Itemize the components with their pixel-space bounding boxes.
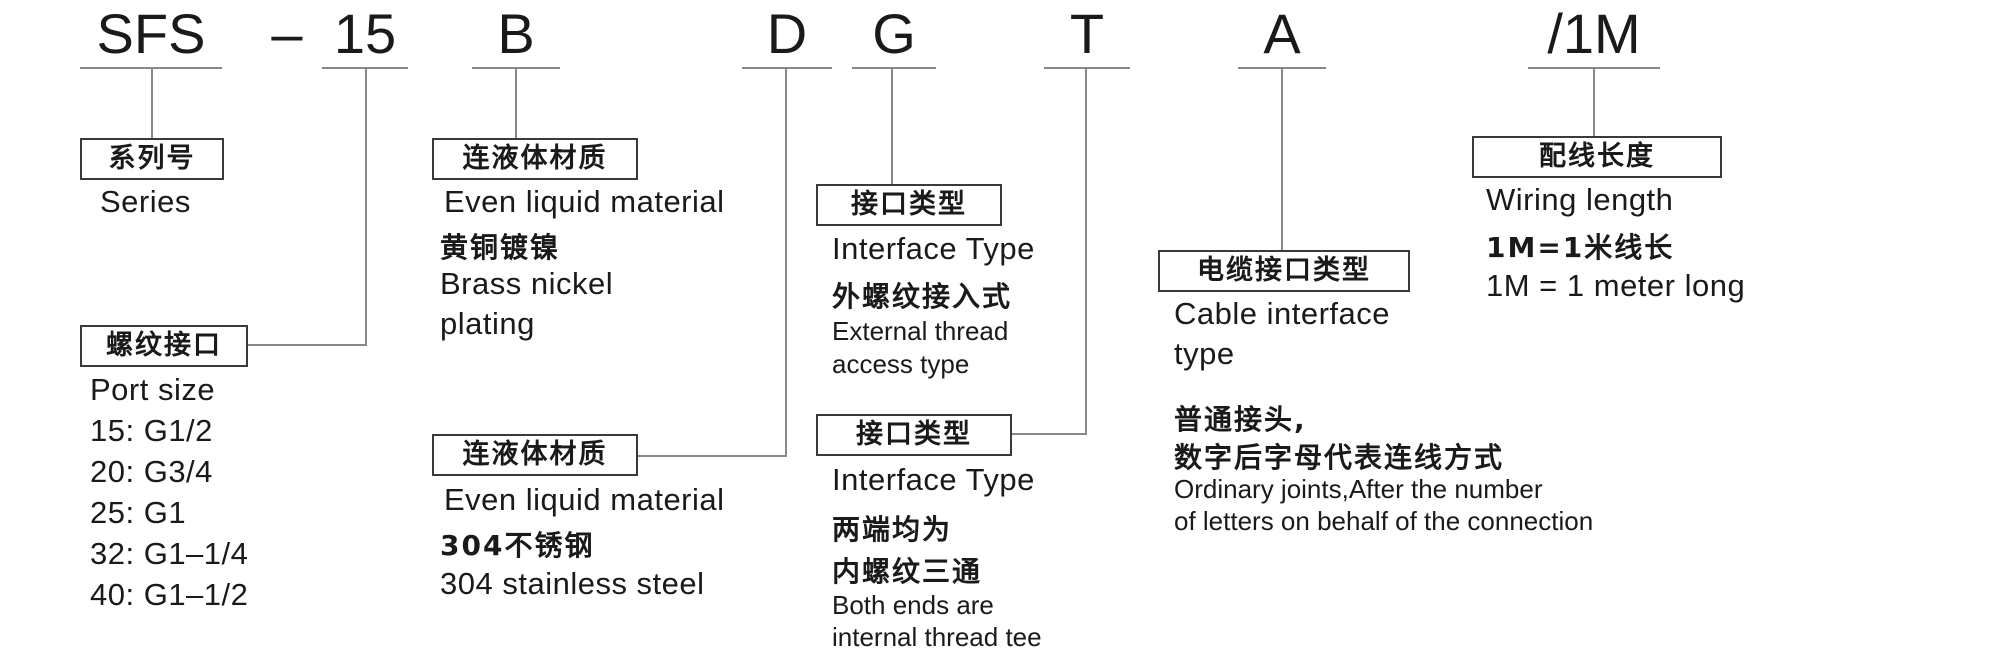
interface-t-value-zh-1: 两端均为 bbox=[832, 513, 953, 546]
port-item-20: 20: G3/4 bbox=[90, 454, 213, 489]
interface-t-value-en-1: Both ends are bbox=[832, 590, 994, 620]
interface-g-en: Interface Type bbox=[832, 231, 1035, 266]
interface-g-value-en-2: access type bbox=[832, 349, 970, 379]
wiring-value-1: 1M=1米线长 bbox=[1486, 231, 1675, 264]
material-d-en: Even liquid material bbox=[444, 482, 725, 517]
material-d-value-en: 304 stainless steel bbox=[440, 566, 705, 601]
code-cable: A bbox=[1263, 2, 1301, 65]
cable-label-box: 电缆接口类型 bbox=[1158, 250, 1410, 292]
material-d-label-box: 连液体材质 bbox=[432, 434, 638, 476]
interface-t-value-en-2: internal thread tee bbox=[832, 622, 1042, 652]
wiring-value-2: 1M = 1 meter long bbox=[1486, 268, 1746, 303]
material-d-value-zh: 304不锈钢 bbox=[440, 529, 595, 562]
material-b-label-box: 连液体材质 bbox=[432, 138, 638, 180]
cable-en-2: type bbox=[1174, 336, 1235, 371]
material-b-value-en-2: plating bbox=[440, 306, 535, 341]
interface-t-en: Interface Type bbox=[832, 462, 1035, 497]
code-series: SFS bbox=[96, 2, 206, 65]
connector-port bbox=[248, 68, 367, 346]
interface-g-value-zh: 外螺纹接入式 bbox=[832, 280, 1013, 313]
material-b-value-zh: 黄铜镀镍 bbox=[440, 231, 561, 264]
interface-t-label-box: 接口类型 bbox=[816, 414, 1012, 456]
cable-value-zh-2: 数字后字母代表连线方式 bbox=[1174, 441, 1505, 474]
code-interface-g: G bbox=[872, 2, 916, 65]
port-label-box: 螺纹接口 bbox=[80, 325, 248, 367]
wiring-en: Wiring length bbox=[1486, 182, 1674, 217]
cable-value-en-1: Ordinary joints,After the number bbox=[1174, 474, 1543, 504]
code-wiring: /1M bbox=[1547, 2, 1641, 65]
code-interface-t: T bbox=[1069, 2, 1105, 65]
series-en: Series bbox=[100, 184, 191, 219]
wiring-label-box: 配线长度 bbox=[1472, 136, 1722, 178]
interface-g-value-en-1: External thread bbox=[832, 316, 1009, 346]
material-b-en: Even liquid material bbox=[444, 184, 725, 219]
code-material-d: D bbox=[766, 2, 808, 65]
code-port: 15 bbox=[333, 2, 397, 65]
series-label-box: 系列号 bbox=[80, 138, 224, 180]
port-en: Port size bbox=[90, 372, 216, 407]
port-item-32: 32: G1–1/4 bbox=[90, 536, 249, 571]
port-item-15: 15: G1/2 bbox=[90, 413, 213, 448]
code-material-b: B bbox=[497, 2, 535, 65]
material-b-value-en-1: Brass nickel bbox=[440, 266, 614, 301]
interface-g-label-box: 接口类型 bbox=[816, 184, 1002, 226]
connector-interface-t bbox=[1012, 68, 1087, 435]
cable-value-zh-1: 普通接头, bbox=[1174, 403, 1307, 436]
cable-en-1: Cable interface bbox=[1174, 296, 1391, 331]
port-item-25: 25: G1 bbox=[90, 495, 187, 530]
code-dash: – bbox=[271, 2, 303, 65]
port-item-40: 40: G1–1/2 bbox=[90, 577, 249, 612]
connector-material-d bbox=[638, 68, 787, 457]
interface-t-value-zh-2: 内螺纹三通 bbox=[832, 555, 983, 588]
cable-value-en-2: of letters on behalf of the connection bbox=[1174, 506, 1594, 536]
